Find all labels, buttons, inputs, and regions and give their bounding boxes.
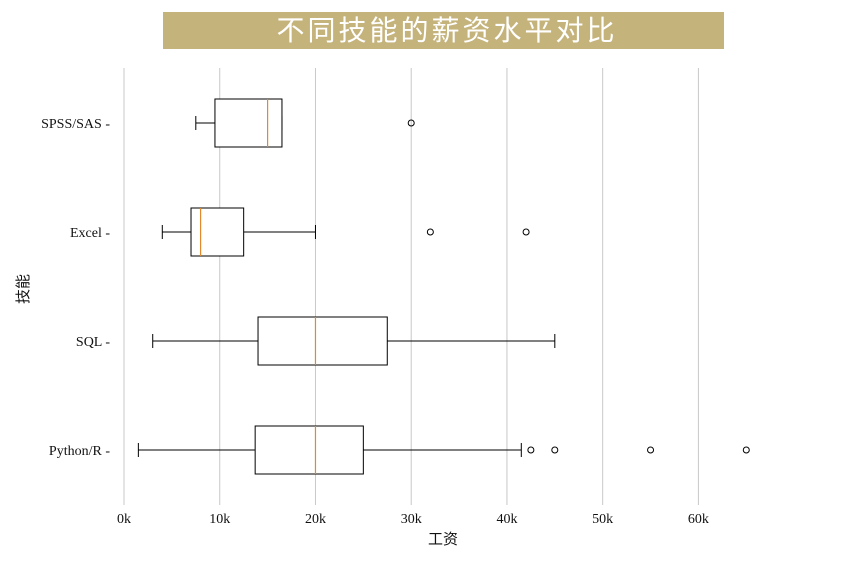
outlier-point-0-0 xyxy=(407,119,415,127)
x-tick-label-2: 20k xyxy=(305,512,326,527)
y-tick-label-1: Excel - xyxy=(70,226,110,241)
x-tick-label-3: 30k xyxy=(401,512,422,527)
outlier-point-3-1 xyxy=(551,446,559,454)
iqr-box-0 xyxy=(214,98,283,148)
x-axis-label: 工资 xyxy=(428,530,458,548)
title-banner xyxy=(163,12,724,49)
x-tick-label-1: 10k xyxy=(209,512,230,527)
outlier-point-1-1 xyxy=(522,228,530,236)
y-axis-ticks: SPSS/SAS - Excel - SQL - Python/R - xyxy=(41,117,110,459)
outlier-point-1-0 xyxy=(426,228,434,236)
box-group-0 xyxy=(195,98,415,148)
y-tick-label-0: SPSS/SAS - xyxy=(41,117,110,132)
iqr-box-3 xyxy=(254,425,364,475)
iqr-box-2 xyxy=(257,316,388,366)
outlier-point-3-3 xyxy=(742,446,750,454)
y-axis-label: 技能 xyxy=(14,274,32,304)
box-series xyxy=(137,98,750,475)
x-tick-label-6: 60k xyxy=(688,512,709,527)
box-group-2 xyxy=(152,316,556,366)
box-group-1 xyxy=(161,207,530,257)
y-tick-label-3: Python/R - xyxy=(49,444,110,459)
y-tick-label-2: SQL - xyxy=(76,335,110,350)
x-tick-label-5: 50k xyxy=(592,512,613,527)
iqr-box-1 xyxy=(190,207,245,257)
grid-lines xyxy=(123,68,699,505)
box-group-3 xyxy=(137,425,750,475)
x-axis-ticks: 0k 10k 20k 30k 40k 50k 60k xyxy=(117,512,709,527)
x-tick-label-4: 40k xyxy=(496,512,517,527)
outlier-point-3-2 xyxy=(647,446,655,454)
chart-title: 不同技能的薪资水平对比 xyxy=(276,14,617,47)
outlier-point-3-0 xyxy=(527,446,535,454)
x-tick-label-0: 0k xyxy=(117,512,131,527)
